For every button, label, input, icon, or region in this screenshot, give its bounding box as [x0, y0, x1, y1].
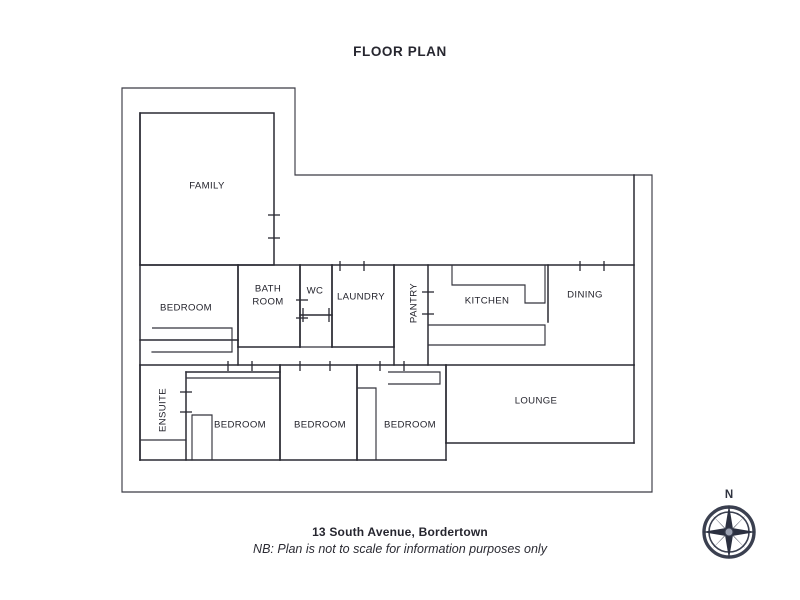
room-label-dining: DINING [567, 290, 603, 301]
room-label-bedroom-4: BEDROOM [384, 420, 436, 431]
room-label-bedroom-3: BEDROOM [294, 420, 346, 431]
room-label-pantry: PANTRY [409, 283, 420, 323]
room-label-lounge: LOUNGE [515, 396, 558, 407]
room-label-family: FAMILY [189, 181, 225, 192]
room-bedroom-2 [185, 361, 281, 461]
room-label-bedroom-2: BEDROOM [214, 420, 266, 431]
compass-rose-icon [702, 505, 756, 559]
room-label-bedroom-1: BEDROOM [160, 303, 212, 314]
caption-block: 13 South Avenue, Bordertown NB: Plan is … [0, 524, 800, 558]
middle-band-walls [139, 112, 635, 461]
room-kitchen [428, 264, 546, 346]
disclaimer-note: NB: Plan is not to scale for information… [253, 542, 547, 556]
room-label-wc: WC [307, 286, 324, 297]
room-wc [299, 264, 333, 348]
room-laundry [331, 261, 395, 348]
room-ensuite [139, 364, 213, 461]
compass-north-label: N [724, 489, 734, 501]
room-bedroom-4 [356, 361, 447, 461]
room-label-bathroom-line2: ROOM [252, 297, 283, 308]
room-label-ensuite: ENSUITE [158, 388, 169, 432]
property-address: 13 South Avenue, Bordertown [312, 525, 488, 539]
room-label-laundry: LAUNDRY [337, 292, 385, 303]
room-bedroom-3 [279, 361, 358, 461]
outer-boundary [121, 87, 653, 493]
room-pantry [393, 264, 434, 366]
room-label-bathroom: BATH [255, 284, 281, 295]
room-dining [547, 174, 635, 366]
compass-rose: N [698, 489, 760, 561]
room-label-kitchen: KITCHEN [465, 296, 510, 307]
page-title: FLOOR PLAN [353, 44, 447, 59]
